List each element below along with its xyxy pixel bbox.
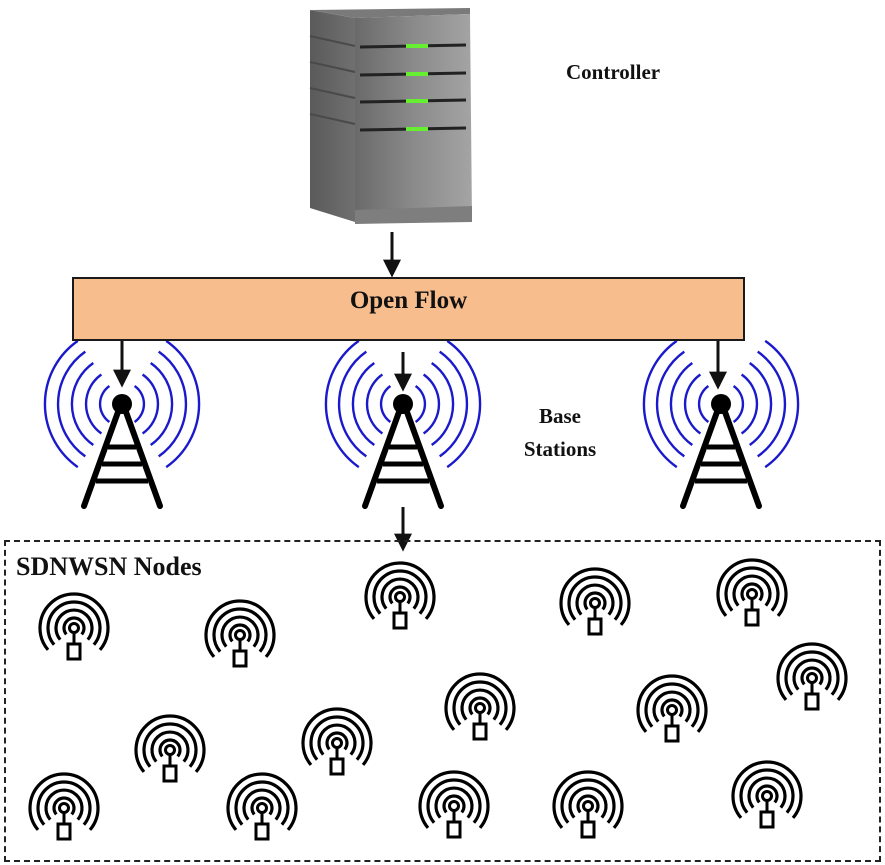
wireless-sensor-node-icon <box>418 770 490 839</box>
wireless-sensor-node-icon <box>552 770 624 839</box>
wireless-sensor-node-icon <box>776 642 848 711</box>
radio-tower-icon <box>680 394 762 509</box>
sdnwsn-nodes-region <box>4 540 881 862</box>
openflow-box: Open Flow <box>72 277 745 341</box>
wireless-sensor-node-icon <box>636 674 708 743</box>
wireless-sensor-node-icon <box>134 714 206 783</box>
base-station-2 <box>324 339 482 509</box>
base-station-3 <box>642 339 800 509</box>
radio-tower-icon <box>81 394 163 509</box>
base-stations-label-line1: Base <box>539 404 581 428</box>
wireless-sensor-node-icon <box>38 592 110 661</box>
server-icon <box>309 8 472 224</box>
wireless-sensor-node-icon <box>559 567 631 636</box>
controller-label: Controller <box>566 60 661 84</box>
radio-waves-icon <box>642 339 800 469</box>
base-stations-label-line2: Stations <box>523 437 597 461</box>
wireless-sensor-node-icon <box>364 561 436 630</box>
base-stations-label: Base Stations <box>508 400 612 466</box>
wireless-sensor-node-icon <box>28 772 100 841</box>
wireless-sensor-node-icon <box>444 672 516 741</box>
status-leds <box>406 44 428 131</box>
radio-tower-icon <box>362 394 444 509</box>
wireless-sensor-node-icon <box>731 760 803 829</box>
wireless-sensor-node-icon <box>301 707 373 776</box>
wireless-sensor-node-icon <box>204 599 276 668</box>
sdnwsn-nodes-label: SDNWSN Nodes <box>16 552 202 581</box>
radio-waves-icon <box>324 339 482 469</box>
wireless-sensor-node-icon <box>716 558 788 627</box>
base-station-1 <box>43 339 201 509</box>
openflow-label: Open Flow <box>349 287 468 314</box>
wireless-sensor-node-icon <box>226 772 298 841</box>
radio-waves-icon <box>43 339 201 469</box>
